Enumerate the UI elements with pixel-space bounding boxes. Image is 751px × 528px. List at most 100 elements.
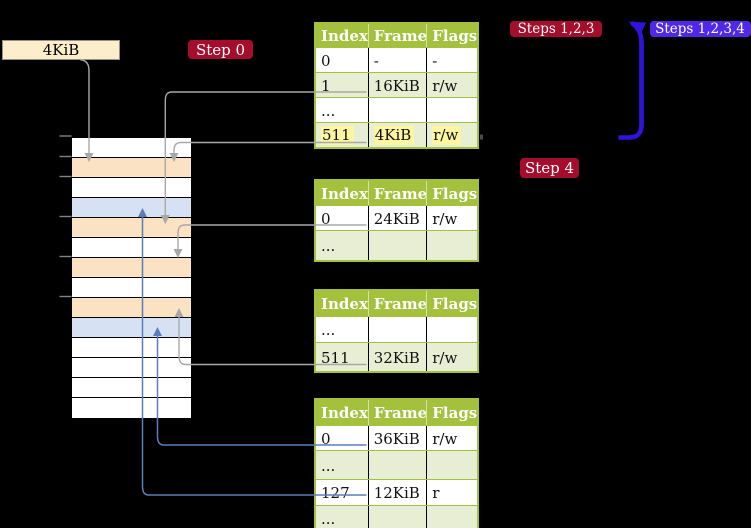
table-cell: r/w <box>426 206 477 230</box>
page-size-label: 4KiB <box>42 41 80 59</box>
cell-value: - <box>373 51 379 70</box>
table-cell: r <box>426 480 477 505</box>
memory-frame-row-3-white <box>72 178 191 198</box>
cell-value: 511 <box>321 348 350 367</box>
cell-value: 24KiB <box>373 209 420 228</box>
memory-frame-row-5-orange <box>72 218 191 238</box>
column-header-frame: Frame <box>367 400 426 425</box>
table-cell <box>426 98 477 122</box>
table-cell <box>426 317 477 342</box>
page-table-4-row-...: ... <box>316 450 477 479</box>
steps-1234-badge: Steps 1,2,3,4 <box>649 20 751 37</box>
table-cell: 0 <box>316 426 368 450</box>
table-cell: r/w <box>426 73 477 97</box>
memory-frame-row-4-blue <box>72 198 191 218</box>
step-0-badge-label: Step 0 <box>195 40 246 59</box>
cell-value: ... <box>321 456 336 475</box>
memory-frame-row-2-orange <box>72 158 191 178</box>
page-table-4-row-0: 0 36KiB r/w <box>316 425 477 450</box>
steps-1234-badge-label: Steps 1,2,3,4 <box>655 20 745 37</box>
page-table-1-row-0: 0 - - <box>316 47 477 72</box>
column-header-flags: Flags <box>426 291 477 316</box>
table-cell: ... <box>316 451 368 479</box>
table-cell <box>367 506 427 528</box>
highlighted-cell-value: 511 <box>321 126 354 145</box>
table-cell: ... <box>316 98 368 122</box>
table-cell: 127 <box>316 480 368 505</box>
cell-value: 0 <box>321 209 331 228</box>
table-cell: 32KiB <box>367 343 427 371</box>
table-cell: 36KiB <box>367 426 427 450</box>
cell-value: 0 <box>321 51 331 70</box>
cell-value: 0 <box>321 429 331 448</box>
memory-frame-row-13-white <box>72 378 191 398</box>
highlighted-cell-value: 4KiB <box>373 126 415 145</box>
table-cell <box>426 451 477 479</box>
page-table-4-row-...: ... <box>316 505 477 528</box>
column-header-flags: Flags <box>426 181 477 205</box>
memory-frame-row-6-white <box>72 238 191 258</box>
table-cell: 12KiB <box>367 480 427 505</box>
cell-value: ... <box>321 321 336 339</box>
step-4-badge: Step 4 <box>520 158 579 178</box>
table-cell: r/w <box>426 343 477 371</box>
table-cell: - <box>426 48 477 72</box>
column-header-index: Index <box>321 184 368 203</box>
column-header-flags: Flags <box>426 24 477 47</box>
memory-frame-row-9-orange <box>72 298 191 318</box>
page-table-2-row-0: 0 24KiB r/w <box>316 205 477 230</box>
memory-frame-row-11-white <box>72 338 191 358</box>
table-cell <box>367 451 427 479</box>
memory-frame-row-10-blue <box>72 318 191 338</box>
table-cell <box>426 231 477 260</box>
table-cell: 24KiB <box>367 206 427 230</box>
table-cell: 0 <box>316 48 368 72</box>
column-header-index: Index <box>321 295 368 313</box>
column-header-frame: Frame <box>367 181 426 205</box>
step-0-badge: Step 0 <box>188 40 253 59</box>
table-cell: ... <box>316 506 368 528</box>
cell-value: 16KiB <box>373 76 420 95</box>
column-header-flags: Flags <box>426 400 477 425</box>
cell-value: r <box>432 484 440 502</box>
table-cell: ... <box>316 231 368 260</box>
cell-value: 32KiB <box>373 348 420 367</box>
page-size-label-box: 4KiB <box>2 40 120 60</box>
cell-value: r/w <box>432 348 458 367</box>
physical-memory-stack <box>71 137 192 419</box>
column-header-frame: Frame <box>367 291 426 316</box>
column-header-frame: Frame <box>367 24 426 47</box>
table-cell: - <box>367 48 427 72</box>
cell-value: ... <box>321 509 336 528</box>
table-cell: 511 <box>316 343 368 371</box>
table-cell <box>367 317 427 342</box>
memory-frame-row-12-white <box>72 358 191 378</box>
table-cell: 4KiB <box>367 123 427 147</box>
column-header-index: Index <box>321 27 368 45</box>
page-table-4-row-127: 127 12KiB r <box>316 479 477 505</box>
table-cell: r/w <box>426 123 477 147</box>
table-cell: ... <box>316 317 368 342</box>
page-table-2-row-...: ... <box>316 230 477 260</box>
highlighted-cell-value: r/w <box>432 126 462 145</box>
table-cell: 0 <box>316 206 368 230</box>
page-table-3-row-...: ... <box>316 316 477 342</box>
cell-value: r/w <box>432 429 458 448</box>
memory-frame-row-7-orange <box>72 258 191 278</box>
cell-value: r/w <box>432 76 458 95</box>
steps-123-badge: Steps 1,2,3 <box>510 20 602 37</box>
cell-value: 36KiB <box>373 429 420 448</box>
table-cell <box>367 231 427 260</box>
cell-value: 127 <box>321 484 350 502</box>
memory-frame-row-14-white <box>72 398 191 418</box>
table-cell <box>426 506 477 528</box>
table-cell <box>367 98 427 122</box>
page-table-3-row-511: 511 32KiB r/w <box>316 342 477 371</box>
